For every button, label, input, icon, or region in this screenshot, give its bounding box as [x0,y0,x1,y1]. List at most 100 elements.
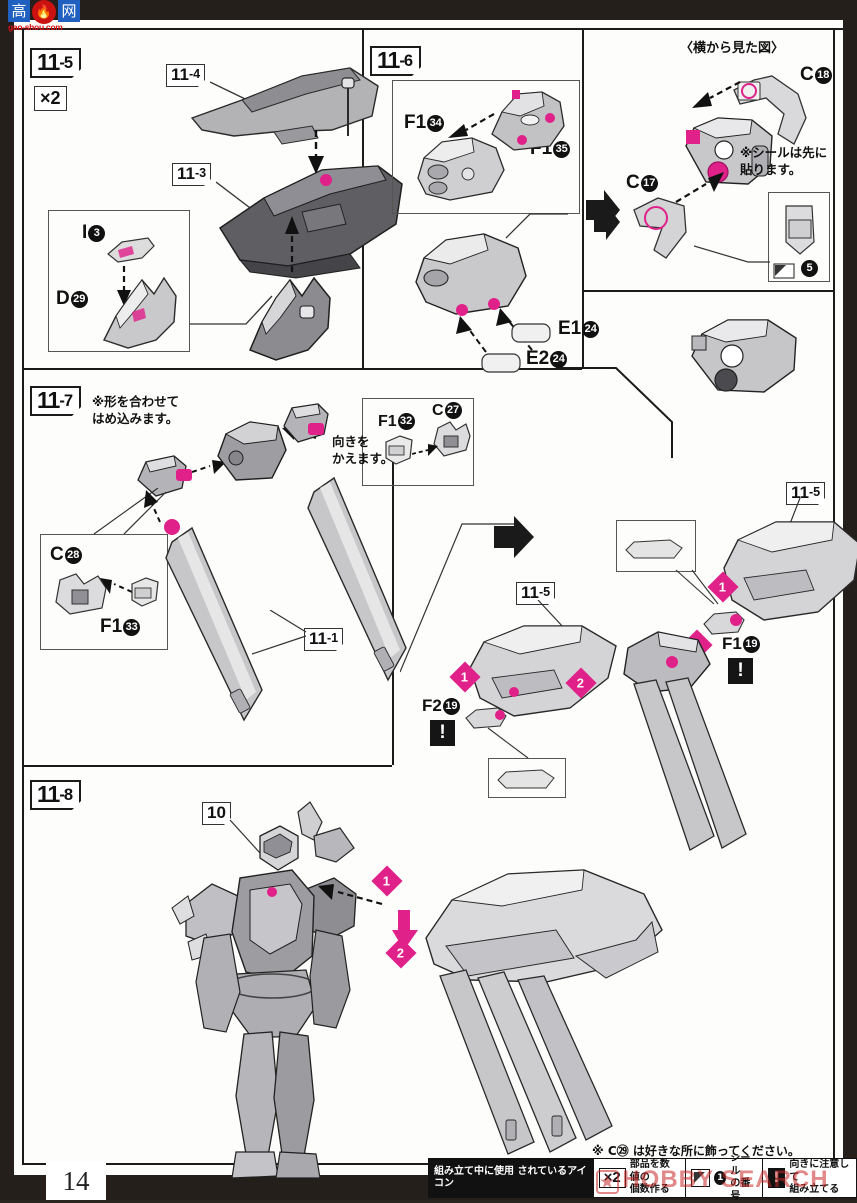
warning-icon-F2-19: ! [430,720,455,746]
part-art-D-29 [103,276,177,349]
part-art-11-7-mid-block [217,421,287,481]
part-art-11-3-body [218,165,403,279]
assembly-arrow-11-8-attach [318,884,383,906]
part-art-F1-33 [131,577,159,607]
part-art-seal-target [785,205,815,255]
callout-11-4: 11-4 [166,64,206,87]
step-label-11-7: 11-7 [30,386,82,416]
connector-pin-barrel-left [164,519,180,535]
part-art-F1-assembled [415,233,527,316]
divider-top-border [14,28,843,30]
part-art-F1-35 [491,90,565,151]
assembly-arrow-F132-C27 [412,444,438,456]
leader-line-F1-19-box [675,569,719,605]
part-art-C-28 [55,573,107,615]
leader-lines-11-1 [251,610,307,655]
detail-box-F1-19 [616,520,696,572]
legend-quantity-text: 部品を数値の 個数作る [629,1159,670,1196]
seal-number-5: 5 [800,260,818,277]
divider-11-7-right [392,448,394,765]
connector-pin-2 [308,423,324,435]
hobby-search-text: HOBBY SEARCH [622,1166,829,1193]
part-art-F1-19-detail [625,539,683,559]
assembly-arrow-F1-35-to-F1-34 [448,113,495,138]
part-art-F2-19-detail [497,769,555,789]
part-art-11-7-left-block [137,455,187,497]
seal-icon [690,1169,711,1187]
part-art-F1-34 [417,137,505,201]
assembly-arrow-11-7-a [192,460,226,474]
assembly-arrows-E-parts [456,308,533,361]
part-art-F1-32 [385,435,413,465]
side-view-heading: 〈横から見た図〉 [680,41,785,56]
part-art-I-3 [107,237,155,263]
divider-11-5-11-7 [22,368,582,370]
legend-orientation: ! 向きに注意して 組み立てる [763,1159,856,1197]
connector-pin-1 [176,469,192,481]
part-art-C-27 [433,421,471,457]
divider-topright-mid [582,290,833,292]
step-label-11-8: 11-8 [30,780,82,810]
part-art-C-17 [633,197,687,259]
part-art-E2-24 [481,353,521,373]
legend-seal-text: シール の番号 [730,1153,751,1202]
divider-bottom-border [22,1163,833,1165]
part-art-gundam-figure [171,801,357,1179]
legend-seal: 1 シール の番号 [686,1153,763,1202]
detail-box-C28-F133 [40,534,168,650]
assembly-arrow-C18 [692,81,741,108]
assembly-arrow-barrel-left [144,490,161,523]
note-fit-shape: ※形を合わせて はめ込みます。 [92,394,180,426]
part-art-E1-24 [511,323,551,343]
seal-number-badge: 1 [714,1171,727,1185]
step-label-11-6: 11-6 [370,46,422,76]
progress-arrow-into-topright [594,204,620,240]
callout-11-5-left: 11-5 [516,582,556,605]
leader-line-F1-assembly [505,213,568,239]
seal-first-note: ※シールは先に 貼ります。 [740,145,828,177]
detail-box-seal-5 [768,192,830,282]
watermark-char-2: 🔥 [32,0,56,24]
callout-11-1: 11-1 [304,628,344,651]
part-art-F2-19 [465,707,507,729]
assembly-arrow-F133-to-C28 [100,578,133,594]
assembly-arrow-D29-up [285,216,299,272]
warning-icon: ! [767,1168,786,1188]
watermark-char-1: 高 [8,0,30,22]
legend-orientation-text: 向きに注意して 組み立てる [789,1159,850,1196]
panel-diagonal-connector [556,367,673,458]
watermark-char-3: 网 [58,0,80,22]
assembly-arrow-C17 [675,172,724,203]
part-art-11-8-weapon-assembly [425,869,663,1155]
assembly-arrow-I3-to-D29 [117,266,131,306]
part-art-right-arm-assembly [623,631,747,851]
part-art-barrel-right [307,476,407,682]
decoration-note: ※ C㉙ は好きな所に飾ってください。 [592,1144,800,1158]
detail-box-F2-19 [488,758,566,798]
quantity-badge-x2: ×2 [34,86,67,111]
hobby-search-mark: ★ [596,1170,620,1194]
detail-box-F1-34-35 [392,80,580,214]
progress-arrow-11-7-right [494,516,534,558]
callout-10: 10 [202,802,231,825]
warning-icon-F1-19: ! [728,658,753,684]
watermark-url: gao-shou.com [8,22,63,32]
leader-line-detailbox-to-part [190,295,273,325]
detail-box-F132-C27 [362,398,474,486]
part-art-barrel-left [165,526,263,722]
icon-legend: 組み立て中に使用 されているアイコン ×2 部品を数値の 個数作る 1 シール … [428,1153,857,1202]
legend-title: 組み立て中に使用 されているアイコン [429,1159,594,1197]
watermark-gaoshou-logo: 高 🔥 网 [8,0,96,40]
seal-icon [773,263,795,279]
